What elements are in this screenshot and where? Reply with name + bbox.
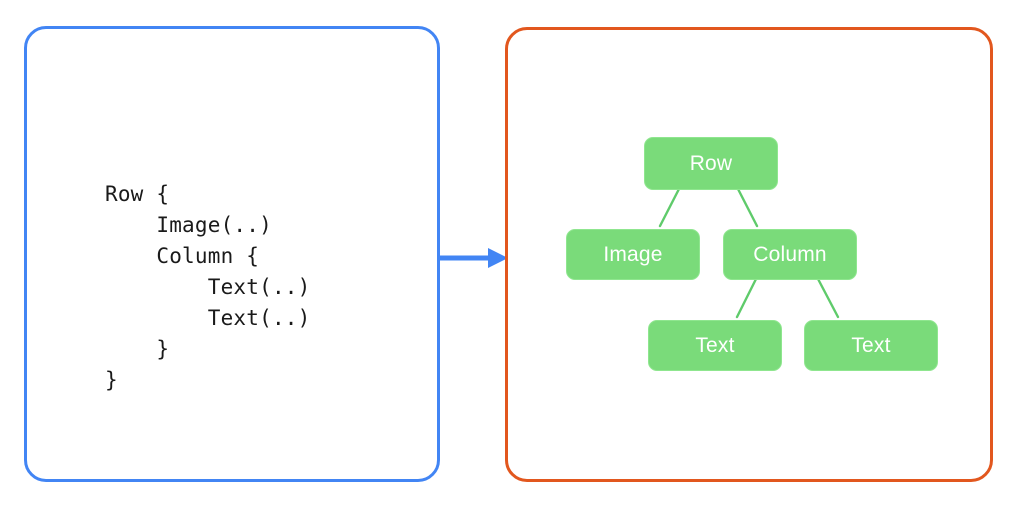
tree-node-row[interactable]: Row: [644, 137, 778, 190]
tree-node-label: Image: [603, 242, 663, 266]
tree-node-text-1[interactable]: Text: [648, 320, 782, 371]
edge-row-column: [735, 185, 759, 228]
edge-column-text2: [815, 275, 840, 319]
code-snippet: Row { Image(..) Column { Text(..) Text(.…: [105, 182, 311, 392]
tree-node-label: Text: [851, 333, 891, 357]
tree-node-image[interactable]: Image: [566, 229, 700, 280]
arrow-right-icon: [438, 248, 508, 268]
tree-edges: [658, 185, 840, 319]
code-panel: Row { Image(..) Column { Text(..) Text(.…: [24, 26, 440, 482]
tree-node-label: Text: [695, 333, 735, 357]
edge-column-text1: [735, 275, 759, 319]
tree-node-text-2[interactable]: Text: [804, 320, 938, 371]
tree-panel: Row Image Column Text Text: [505, 27, 993, 482]
edge-row-image: [658, 185, 682, 228]
tree-node-column[interactable]: Column: [723, 229, 857, 280]
tree-node-label: Row: [689, 151, 733, 175]
tree-node-label: Column: [753, 242, 827, 266]
